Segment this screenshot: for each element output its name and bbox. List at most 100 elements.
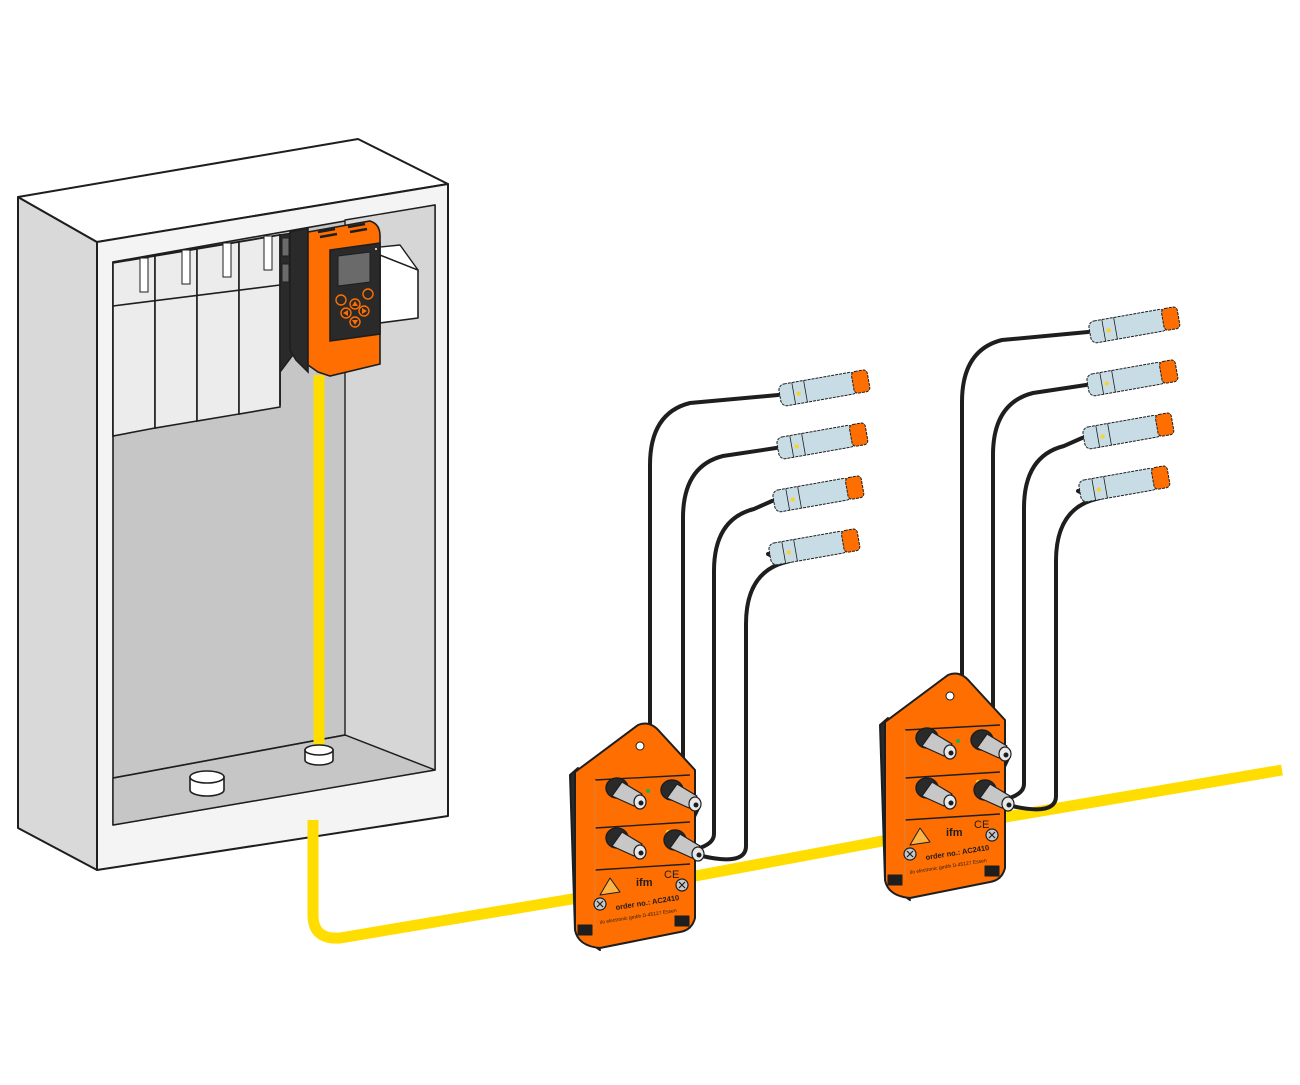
plc-module-rack <box>112 231 301 437</box>
sensor-body <box>1086 361 1167 397</box>
key-left[interactable] <box>340 307 352 319</box>
sensor-led <box>1106 328 1111 333</box>
sensor-active-face <box>849 422 869 447</box>
port-label: I-3 <box>920 758 928 764</box>
connector-cable-entry <box>1003 752 1009 758</box>
sensor-collar-line <box>801 433 806 456</box>
sensor-body <box>1088 308 1169 344</box>
proximity-sensor-8[interactable] <box>1078 465 1171 503</box>
port-connector-4[interactable] <box>663 829 705 862</box>
proximity-sensor-1[interactable] <box>778 369 871 407</box>
sensor-body <box>778 371 859 407</box>
sensor-collar-line <box>789 435 795 458</box>
warning-icon <box>909 827 931 846</box>
plc-module-divider <box>112 284 281 307</box>
proximity-sensor-3[interactable] <box>772 475 865 513</box>
key-blank-left[interactable] <box>335 294 347 306</box>
screw-cross-icon <box>678 881 686 889</box>
key-blank-right[interactable] <box>362 288 374 300</box>
sensor-led <box>790 497 795 502</box>
connector-cable-entry <box>638 800 644 806</box>
mounting-foot-right <box>984 865 1000 877</box>
sensor-collar-line <box>785 488 791 511</box>
controller-vents <box>317 222 368 239</box>
sensor-group-1 <box>768 369 871 566</box>
cabinet-floor-edge <box>112 734 346 779</box>
sensor-collar-line <box>1095 425 1101 448</box>
screw-cross-icon <box>906 850 914 858</box>
warning-icon <box>599 877 621 896</box>
proximity-sensor-7[interactable] <box>1082 412 1175 450</box>
cable-glands <box>189 744 334 797</box>
port-connector-3[interactable] <box>915 777 957 810</box>
terminal-block-2 <box>181 249 191 285</box>
port-connector-1[interactable] <box>605 777 647 810</box>
sensor-active-face <box>845 475 865 500</box>
arrow-down-icon <box>352 320 358 325</box>
port-label: I-1 <box>670 808 678 814</box>
sensor-body <box>768 530 849 566</box>
mounting-foot-left <box>887 874 903 886</box>
key-down[interactable] <box>349 316 361 328</box>
sensor-collar-line <box>1103 476 1108 499</box>
sensor-body <box>1078 467 1159 503</box>
connector-cable-entry <box>696 852 702 858</box>
proximity-sensor-6[interactable] <box>1086 359 1179 397</box>
sensor-collar-line <box>1101 319 1107 342</box>
plc-terminals <box>139 235 273 293</box>
port-label: I-1 <box>980 758 988 764</box>
terminal-block-3 <box>222 242 232 278</box>
port-label: I-4 <box>610 856 618 862</box>
controller-side <box>289 227 309 374</box>
sensor-collar-line <box>1091 478 1097 501</box>
proximity-sensor-4[interactable] <box>768 528 861 566</box>
sensor-active-face <box>1159 359 1179 384</box>
asi-controller[interactable] <box>289 220 381 377</box>
sensor-cable-4 <box>700 552 793 862</box>
port-label: I-4 <box>920 806 928 812</box>
sensor-collar-line <box>791 382 797 405</box>
plc-module-2 <box>154 248 198 429</box>
ifm-logo: ifm <box>946 827 963 839</box>
power-module-slot-1 <box>281 237 290 257</box>
port-connector-4[interactable] <box>973 779 1015 812</box>
sensor-body <box>772 477 853 513</box>
cable-module-1-to-module-2 <box>688 834 890 883</box>
sensor-collar-line <box>1107 423 1112 446</box>
mounting-foot-left <box>577 924 593 936</box>
sensor-body <box>1082 414 1163 450</box>
sensor-collar-line <box>781 541 787 564</box>
terminal-block-1 <box>139 257 149 293</box>
proximity-sensor-5[interactable] <box>1088 306 1181 344</box>
power-module-slot-2 <box>281 263 290 283</box>
sensor-collar-line <box>1111 370 1116 393</box>
controller-status-led <box>375 248 377 250</box>
sensor-active-face <box>851 369 871 394</box>
key-right[interactable] <box>358 305 370 317</box>
port-connector-1[interactable] <box>915 727 957 760</box>
port-connector-2[interactable] <box>970 729 1012 762</box>
proximity-sensor-2[interactable] <box>776 422 869 460</box>
mounting-foot-right <box>674 915 690 927</box>
sensor-collar-line <box>1099 372 1105 395</box>
sensor-active-face <box>1155 412 1175 437</box>
controller-keypad <box>335 288 374 328</box>
port-label: I-3 <box>610 808 618 814</box>
port-connector-3[interactable] <box>605 827 647 860</box>
key-up[interactable] <box>349 298 361 310</box>
cable-to-module-1 <box>307 820 579 944</box>
sensor-led <box>1096 487 1101 492</box>
ifm-logo: ifm <box>636 877 653 889</box>
screw-cross-icon <box>596 900 604 908</box>
plc-module-1 <box>112 255 156 437</box>
port-connector-2[interactable] <box>660 779 702 812</box>
screw-cross-icon <box>988 831 996 839</box>
mounting-hole-top <box>635 741 645 751</box>
cabinet-side-panel <box>17 196 98 871</box>
